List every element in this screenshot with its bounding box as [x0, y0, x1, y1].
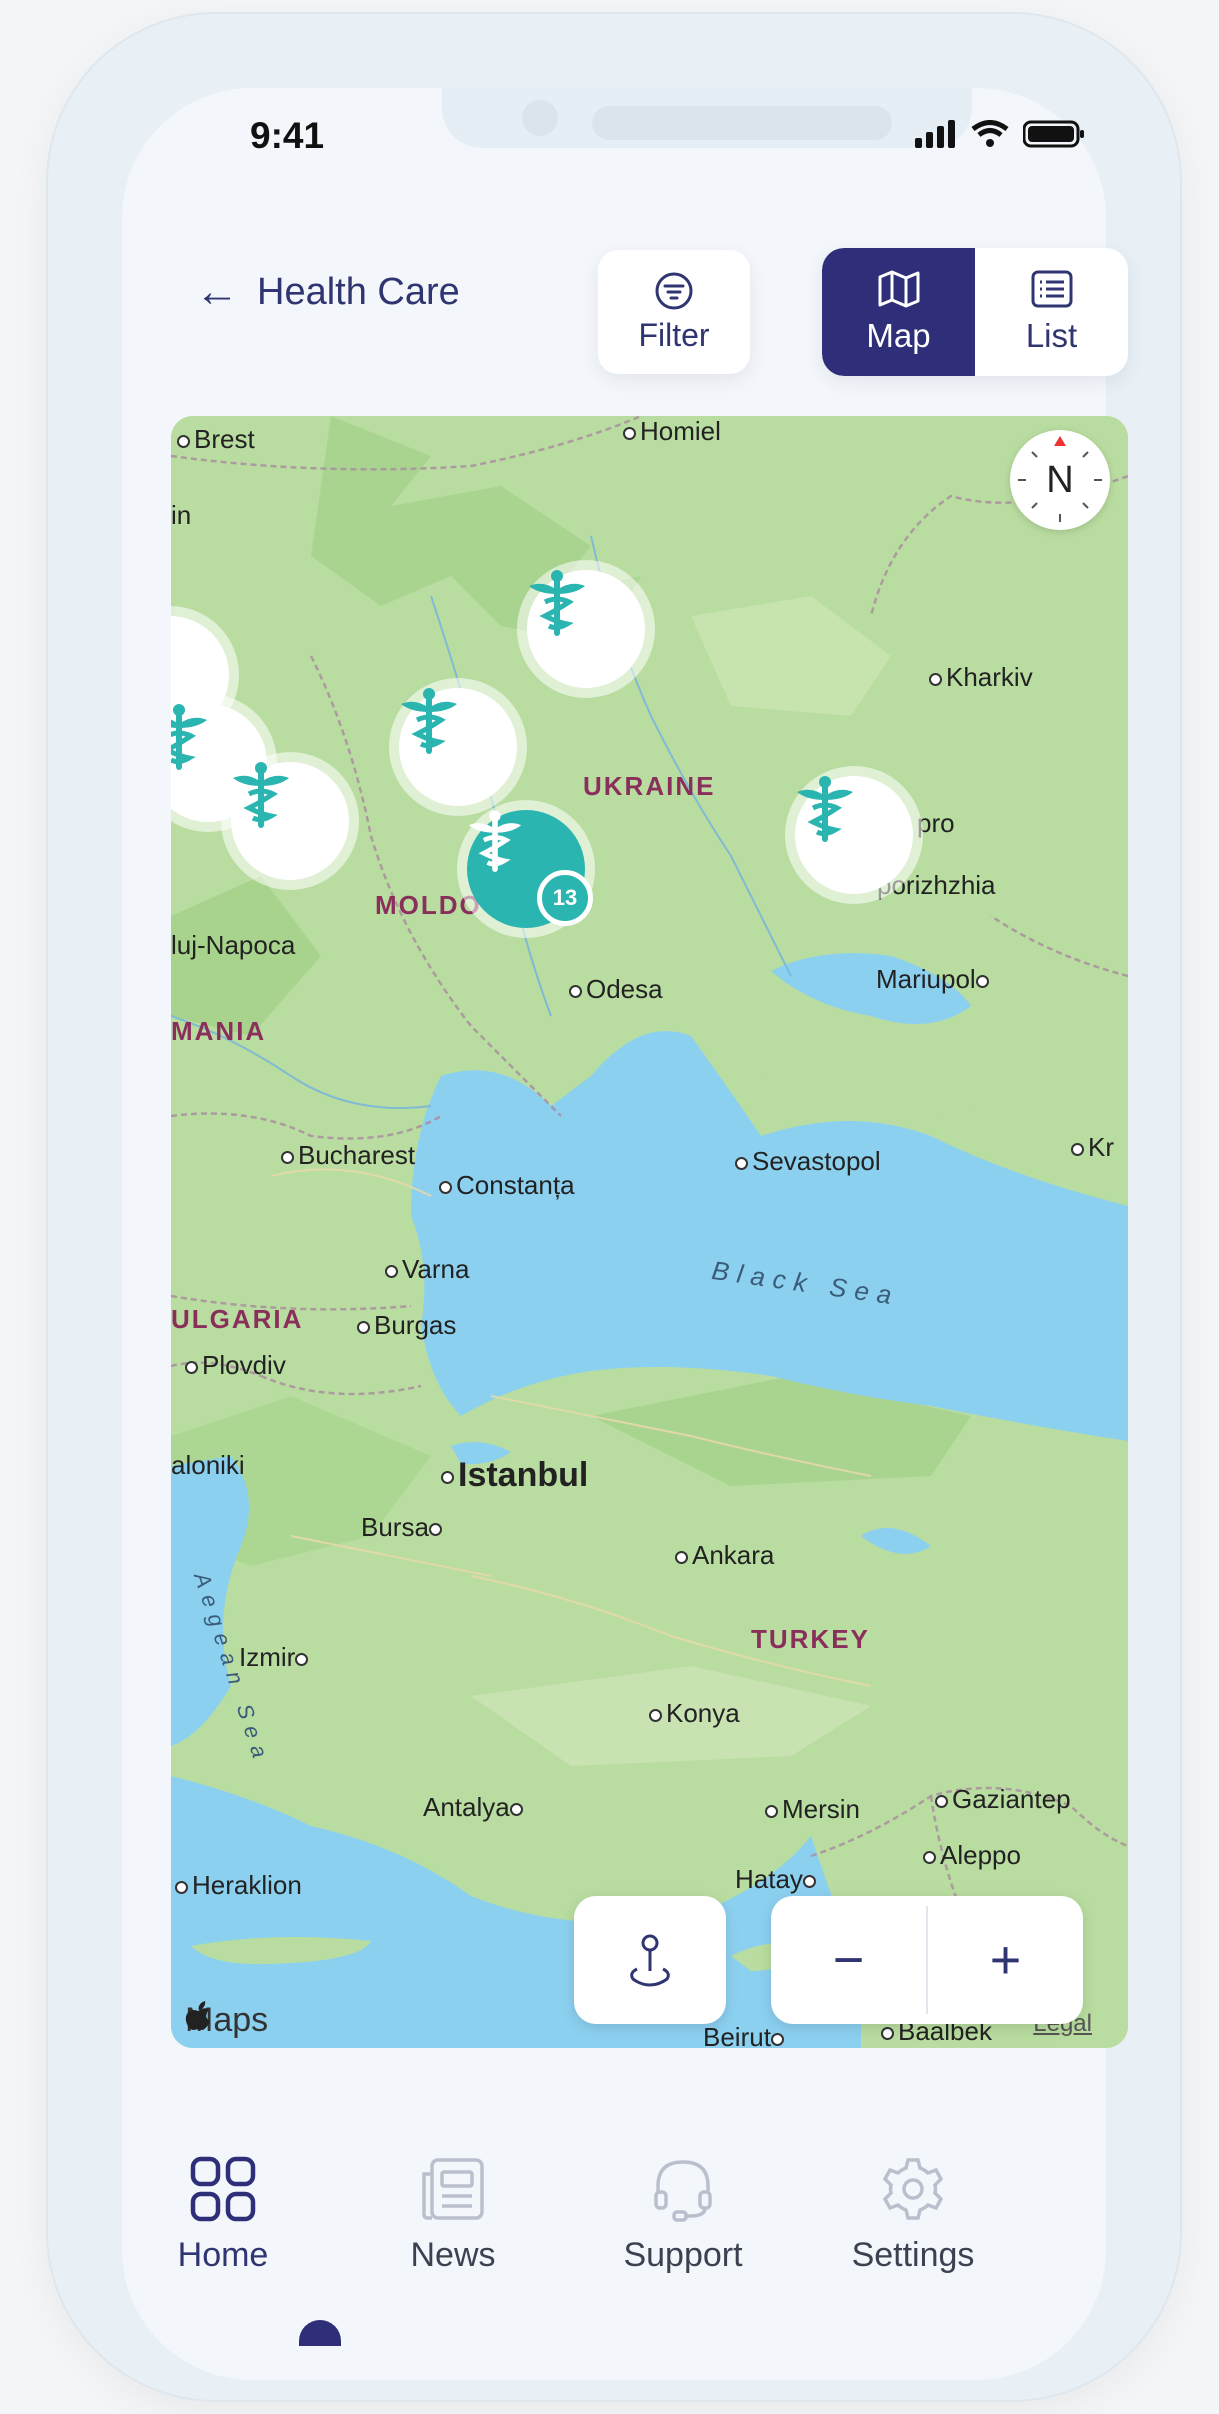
medical-caduceus-icon [233, 762, 289, 828]
tab-settings-label: Settings [851, 2236, 975, 2274]
bottom-tab-bar: Home News Support Settings [76, 2090, 1060, 2360]
zoom-controls: − + [771, 1896, 1083, 2024]
arrow-left-icon: ← [195, 267, 239, 316]
map-icon [878, 270, 919, 308]
medical-caduceus-icon [797, 776, 853, 842]
map-label-izmir: Izmir [239, 1642, 312, 1673]
view-list-button[interactable]: List [975, 248, 1128, 376]
map-label-sevastopol: Sevastopol [735, 1146, 881, 1177]
map-label-thessaloniki: aloniki [171, 1450, 245, 1480]
maps-attribution: Maps [185, 2001, 269, 2039]
map-label-odesa: Odesa [569, 974, 663, 1005]
map-label-aleppo: Aleppo [923, 1840, 1021, 1871]
map-label-antalya: Antalya [423, 1792, 527, 1823]
medical-caduceus-icon [529, 570, 585, 636]
location-pin-icon [630, 1934, 670, 1987]
signal-icon [915, 120, 955, 148]
map-view[interactable]: N Brest Homiel in Kharkiv UKRAINE pro po… [171, 416, 1128, 2048]
clinic-pin[interactable] [795, 776, 913, 894]
cluster-count-badge: 13 [537, 870, 593, 926]
back-button[interactable]: ← Health Care [195, 270, 460, 314]
tab-news[interactable]: News [358, 2090, 548, 2360]
grid-icon [190, 2156, 256, 2222]
medical-caduceus-icon [468, 810, 522, 872]
map-label-turkey: TURKEY [751, 1624, 870, 1654]
map-label-brest: Brest [177, 424, 255, 455]
map-label-cluj: luj-Napoca [171, 930, 296, 960]
tab-settings[interactable]: Settings [818, 2090, 1008, 2360]
map-label-romania: MANIA [171, 1016, 267, 1046]
map-label-varna: Varna [385, 1254, 469, 1285]
tab-home[interactable]: Home [128, 2090, 318, 2360]
map-label-bursa: Bursa [361, 1512, 446, 1543]
map-label-bucharest: Bucharest [281, 1140, 415, 1171]
tab-home-label: Home [177, 2236, 269, 2274]
locate-button[interactable] [574, 1896, 726, 2024]
apple-logo-icon [185, 2001, 210, 2030]
tab-support[interactable]: Support [588, 2090, 778, 2360]
view-toggle: Map List [822, 248, 1128, 376]
dynamic-island [442, 88, 972, 148]
tab-news-label: News [410, 2236, 496, 2274]
view-list-label: List [1025, 317, 1078, 354]
clinic-pin[interactable] [527, 570, 645, 688]
battery-icon [1023, 120, 1084, 148]
filter-label: Filter [638, 316, 710, 353]
zoom-in-button[interactable]: + [989, 1930, 1022, 1990]
newspaper-icon [422, 2158, 484, 2220]
tab-support-label: Support [623, 2236, 743, 2274]
compass-button[interactable]: N [1010, 430, 1110, 530]
map-label-mariupol: Mariupol [876, 964, 993, 995]
page-title: Health Care [257, 270, 460, 313]
zoom-out-button[interactable]: − [832, 1930, 865, 1990]
map-label-homiel: Homiel [623, 416, 721, 447]
wifi-icon [971, 120, 1009, 147]
clinic-pin[interactable] [399, 688, 517, 806]
map-label-beirut: Beirut [703, 2022, 788, 2048]
map-label-in: in [171, 500, 192, 530]
map-label-gaziantep: Gaziantep [935, 1784, 1071, 1815]
headset-icon [654, 2160, 712, 2222]
medical-caduceus-icon [401, 688, 457, 754]
clinic-pin[interactable] [231, 762, 349, 880]
map-label-dnipro: pro [917, 808, 955, 838]
map-label-constanta: Constanța [439, 1170, 575, 1201]
map-label-kr: Kr [1071, 1132, 1114, 1163]
map-label-ukraine: UKRAINE [583, 771, 716, 801]
view-map-label: Map [866, 317, 931, 354]
filter-icon [655, 272, 693, 309]
compass-label: N [1046, 458, 1074, 501]
compass-icon [1018, 436, 1102, 522]
gear-icon [882, 2158, 944, 2220]
status-icons [915, 120, 1085, 148]
clinic-cluster-pin-selected[interactable]: 13 [467, 810, 593, 928]
view-map-button[interactable]: Map [822, 248, 975, 376]
map-label-moldova: MOLDO [375, 890, 482, 920]
map-label-kharkiv: Kharkiv [929, 662, 1033, 693]
map-label-konya: Konya [649, 1698, 740, 1729]
status-time: 9:41 [250, 115, 325, 156]
filter-button[interactable]: Filter [598, 250, 750, 374]
medical-caduceus-icon [171, 704, 207, 770]
map-label-hatay: Hatay [735, 1864, 820, 1895]
map-label-ankara: Ankara [675, 1540, 774, 1571]
map-label-istanbul: Istanbul [441, 1456, 588, 1495]
list-icon [1031, 270, 1072, 308]
map-label-mersin: Mersin [765, 1794, 860, 1825]
map-label-heraklion: Heraklion [175, 1870, 302, 1901]
map-label-burgas: Burgas [357, 1310, 456, 1341]
map-label-bulgaria: ULGARIA [171, 1304, 304, 1334]
map-label-plovdiv: Plovdiv [185, 1350, 286, 1381]
